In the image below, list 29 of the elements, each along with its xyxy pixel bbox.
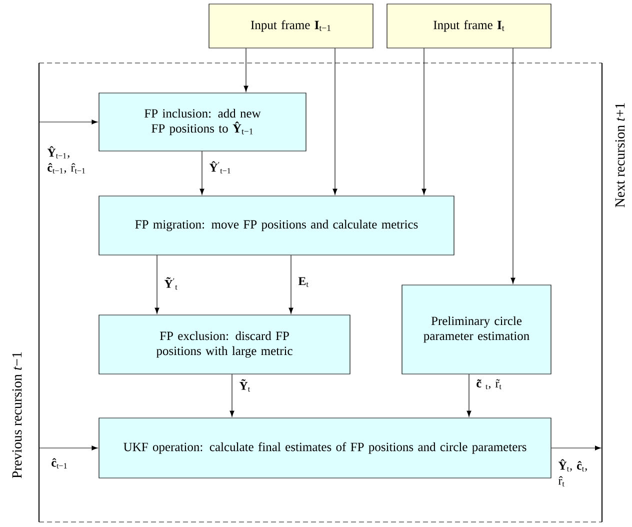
arrow [510, 48, 516, 284]
edge-label: Ỹ$_{t}$ [239, 379, 250, 392]
process-box: FP inclusion: add new FP positions to Ŷ$_{t−1}$ [98, 92, 306, 152]
input-box: Input frame I$_{t−1}$ [208, 4, 374, 48]
edge-label: Ỹ$^{′}$t [164, 277, 178, 290]
arrow [466, 374, 472, 417]
arrow [244, 48, 248, 92]
edge-label: Ŷ$_{t}$, ĉ$_{t}$, r̂$_{t}$ [558, 459, 587, 486]
edge-label: Ŷ$^{′}$t−1 [209, 161, 230, 174]
edge-label: Ŷ$_{t−1}$, ĉ$_{t−1}$, r̂$_{t−1}$ [47, 146, 85, 174]
arrow [422, 48, 426, 195]
edge-label: ĉ$_{t−1}$ [52, 458, 67, 469]
process-box: Preliminary circle parameter estimation [402, 284, 552, 374]
side-label: Next recursion t+1 [615, 103, 625, 208]
arrow [230, 374, 234, 417]
arrow [38, 446, 98, 450]
arrow [38, 120, 98, 124]
process-box: FP exclusion: discard FP positions with large metric [98, 314, 350, 374]
edge-label: E$_{t}$ [298, 277, 308, 287]
input-box: Input frame I$_{t}$ [386, 4, 552, 48]
arrow [154, 255, 160, 314]
arrow [332, 48, 338, 195]
process-box: UKF operation: calculate final estimates of FP positions and circle parameters [98, 418, 552, 478]
arrow [551, 446, 601, 450]
side-label: Previous recursion t−1 [12, 352, 22, 478]
edge-label: c̃$_{t}$, r̃$_{t}$ [476, 379, 502, 390]
process-box: FP migration: move FP positions and calculate metrics [98, 196, 454, 256]
arrow [288, 255, 294, 314]
arrow [200, 151, 204, 195]
